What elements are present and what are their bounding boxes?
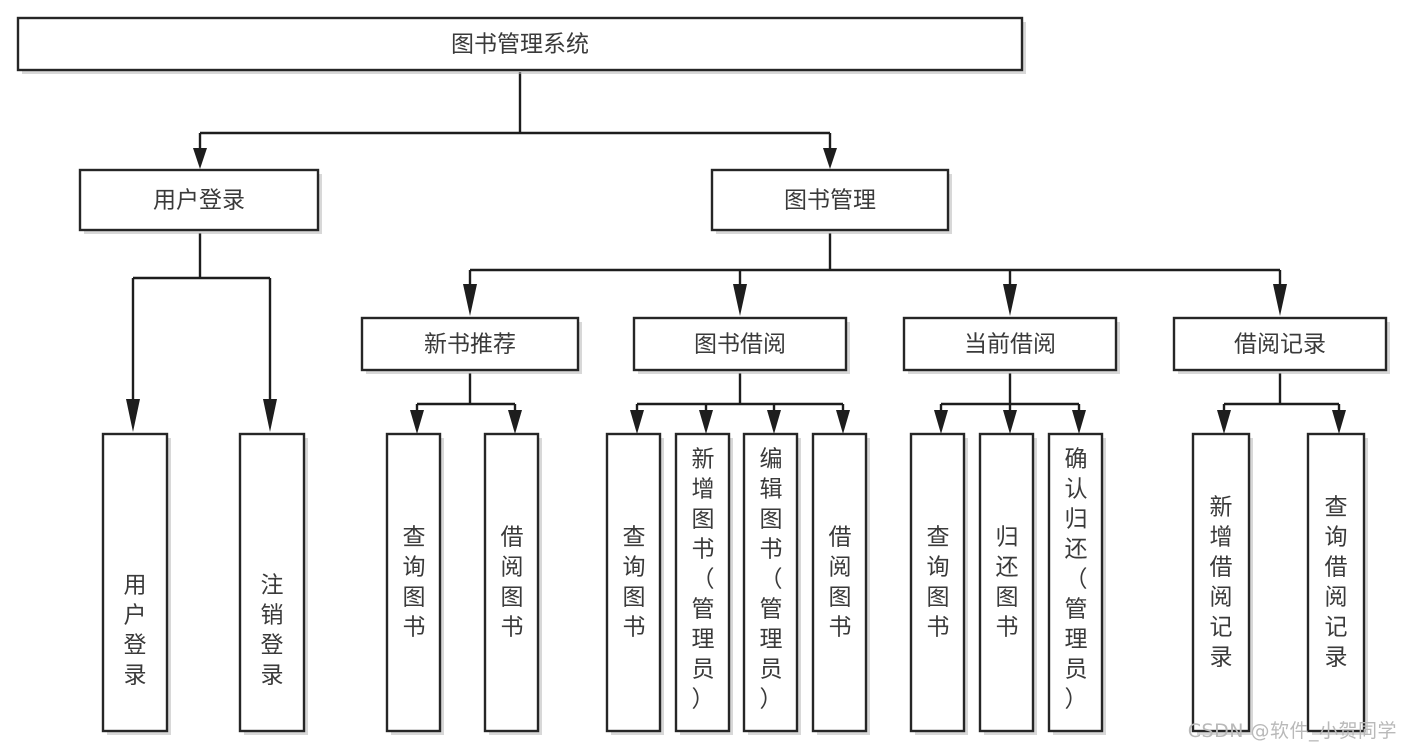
leaf-book-borrow-2[interactable]: 新增图书（管理员） — [674, 432, 733, 735]
leaf-borrow-record-1-label: 新增借阅记录 — [1210, 495, 1233, 671]
node-root[interactable]: 图书管理系统 — [16, 16, 1026, 74]
leaf-new-book-1-box — [385, 432, 442, 733]
arrow-newbook-leaf-1 — [410, 410, 424, 434]
node-current-borrow[interactable]: 当前借阅 — [902, 316, 1120, 374]
leaf-borrow-record-2-label: 查询借阅记录 — [1325, 495, 1348, 671]
node-current-borrow-box — [902, 316, 1118, 372]
leaf-book-borrow-3-box — [742, 432, 799, 733]
arrow-to-newbook — [463, 284, 477, 316]
node-book-management-box — [710, 168, 950, 232]
leaf-book-borrow-4[interactable]: 借阅图书 — [811, 432, 870, 735]
leaf-borrow-record-1-box — [1191, 432, 1251, 733]
leaf-book-borrow-1-label: 查询图书 — [623, 525, 646, 641]
arrow-bookborrow-leaf-4 — [836, 410, 850, 434]
arrow-to-userlogin — [193, 148, 207, 169]
node-book-borrow[interactable]: 图书借阅 — [632, 316, 850, 374]
edges-layer — [126, 72, 1346, 434]
node-book-borrow-label: 图书借阅 — [694, 332, 786, 358]
leaf-user-login-2[interactable]: 注销登录 — [238, 432, 308, 735]
leaf-new-book-2[interactable]: 借阅图书 — [483, 432, 542, 735]
node-borrow-record-box — [1172, 316, 1388, 372]
arrow-currentborrow-leaf-2 — [1003, 410, 1017, 434]
leaf-user-login-2-box — [238, 432, 306, 733]
leaf-borrow-record-1[interactable]: 新增借阅记录 — [1191, 432, 1253, 735]
arrow-to-bookborrow — [733, 284, 747, 316]
arrow-to-bookmgmt — [823, 148, 837, 169]
node-new-book-recommend-label: 新书推荐 — [424, 332, 516, 358]
node-book-borrow-box — [632, 316, 848, 372]
leaf-user-login-1[interactable]: 用户登录 — [101, 432, 171, 735]
leaf-current-borrow-3[interactable]: 确认归还（管理员） — [1047, 432, 1106, 735]
node-root-box — [16, 16, 1024, 72]
leaf-book-borrow-1-box — [605, 432, 662, 733]
arrow-bookborrow-leaf-3 — [767, 410, 781, 434]
node-book-management[interactable]: 图书管理 — [710, 168, 952, 234]
leaf-book-borrow-1[interactable]: 查询图书 — [605, 432, 664, 735]
arrow-bookborrow-leaf-1 — [630, 410, 644, 434]
leaf-new-book-1[interactable]: 查询图书 — [385, 432, 444, 735]
leaf-book-borrow-4-box — [811, 432, 868, 733]
node-borrow-record[interactable]: 借阅记录 — [1172, 316, 1390, 374]
nodes-layer: 图书管理系统 用户登录 图书管理 新书推荐 — [16, 16, 1390, 735]
node-user-login[interactable]: 用户登录 — [78, 168, 322, 234]
node-new-book-recommend[interactable]: 新书推荐 — [360, 316, 582, 374]
arrow-currentborrow-leaf-1 — [934, 410, 948, 434]
leaf-new-book-2-box — [483, 432, 540, 733]
leaf-current-borrow-2[interactable]: 归还图书 — [978, 432, 1037, 735]
leaf-current-borrow-2-label: 归还图书 — [996, 525, 1019, 641]
node-current-borrow-label: 当前借阅 — [964, 332, 1056, 358]
leaf-user-login-2-label: 注销登录 — [261, 573, 284, 689]
leaf-user-login-1-label: 用户登录 — [124, 573, 147, 689]
leaf-borrow-record-2[interactable]: 查询借阅记录 — [1306, 432, 1368, 735]
node-root-label: 图书管理系统 — [451, 32, 589, 58]
arrow-currentborrow-leaf-3 — [1072, 410, 1086, 434]
leaf-new-book-1-label: 查询图书 — [403, 525, 426, 641]
arrow-borrowrecord-leaf-1 — [1217, 410, 1231, 434]
leaf-book-borrow-3[interactable]: 编辑图书（管理员） — [742, 432, 801, 735]
arrow-to-borrowrecord — [1273, 284, 1287, 316]
arrow-userlogin-leaf-1 — [126, 399, 140, 432]
node-user-login-label: 用户登录 — [153, 188, 245, 214]
node-new-book-recommend-box — [360, 316, 580, 372]
arrow-newbook-leaf-2 — [508, 410, 522, 434]
node-user-login-box — [78, 168, 320, 232]
leaf-current-borrow-3-box — [1047, 432, 1104, 733]
leaf-current-borrow-1[interactable]: 查询图书 — [909, 432, 968, 735]
leaf-current-borrow-1-box — [909, 432, 966, 733]
node-book-management-label: 图书管理 — [784, 188, 876, 214]
leaf-borrow-record-2-box — [1306, 432, 1366, 733]
leaf-current-borrow-3-label: 确认归还（管理员） — [1065, 447, 1088, 713]
leaf-current-borrow-2-box — [978, 432, 1035, 733]
arrow-bookborrow-leaf-2 — [699, 410, 713, 434]
leaf-book-borrow-4-label: 借阅图书 — [829, 525, 852, 641]
leaf-book-borrow-3-label: 编辑图书（管理员） — [760, 447, 783, 713]
leaf-new-book-2-label: 借阅图书 — [501, 525, 524, 641]
csdn-watermark: CSDN @软件_小贺同学 — [1187, 720, 1397, 742]
leaf-current-borrow-1-label: 查询图书 — [927, 525, 950, 641]
leaf-user-login-1-box — [101, 432, 169, 733]
arrow-userlogin-leaf-2 — [263, 399, 277, 432]
arrow-borrowrecord-leaf-2 — [1332, 410, 1346, 434]
leaf-book-borrow-2-label: 新增图书（管理员） — [692, 447, 715, 713]
leaf-book-borrow-2-box — [674, 432, 731, 733]
node-borrow-record-label: 借阅记录 — [1234, 332, 1326, 358]
arrow-to-currentborrow — [1003, 284, 1017, 316]
